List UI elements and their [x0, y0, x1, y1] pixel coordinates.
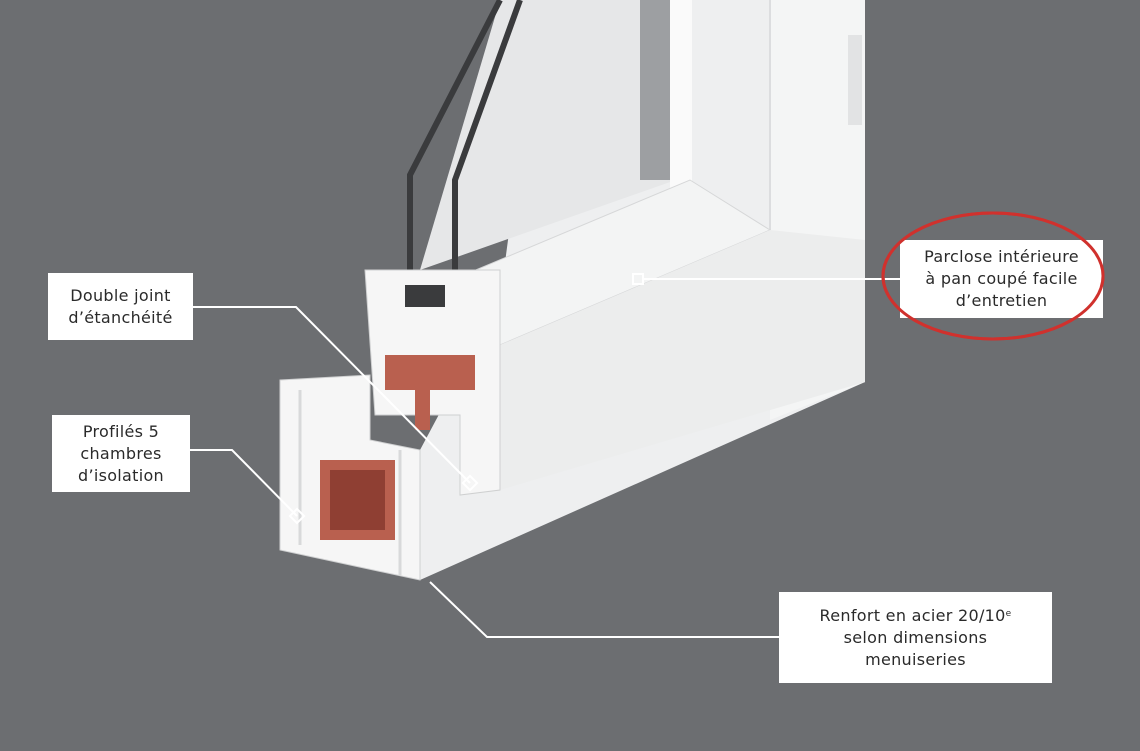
callout-text-line1: Renfort en acier 20/10e	[820, 605, 1012, 627]
callout-text: d’étanchéité	[68, 307, 173, 327]
callout-text: selon dimensions	[843, 627, 988, 647]
spacer-bar	[640, 0, 670, 180]
glass-pane	[420, 0, 690, 270]
leader-profiles	[190, 449, 298, 517]
callout-text: Parclose intérieure	[924, 247, 1079, 266]
superscript: e	[1005, 608, 1012, 619]
callout-text: d’entretien	[955, 291, 1048, 310]
callout-text: Renfort en acier 20/10	[819, 605, 1006, 625]
glass-edge-inner	[452, 0, 523, 270]
callout-profiles: Profilés 5 chambres d’isolation	[52, 415, 190, 492]
callout-text: Profilés 5	[82, 421, 160, 441]
callout-text: chambres	[80, 443, 162, 463]
callout-text: d’isolation	[77, 465, 164, 485]
callout-double-joint: Double joint d’étanchéité	[48, 273, 193, 340]
callout-parclose: Parclose intérieure à pan coupé facile d…	[900, 240, 1103, 318]
sash-steel-reinforcement	[385, 355, 475, 430]
callout-text: à pan coupé facile	[925, 269, 1078, 288]
callout-text: menuiseries	[865, 649, 966, 669]
leader-renfort	[429, 581, 779, 638]
callout-renfort: Renfort en acier 20/10e selon dimensions…	[779, 592, 1052, 683]
leader-double-joint	[193, 306, 471, 484]
glass-edge-outer	[407, 0, 503, 300]
callout-text: Double joint	[70, 285, 171, 305]
